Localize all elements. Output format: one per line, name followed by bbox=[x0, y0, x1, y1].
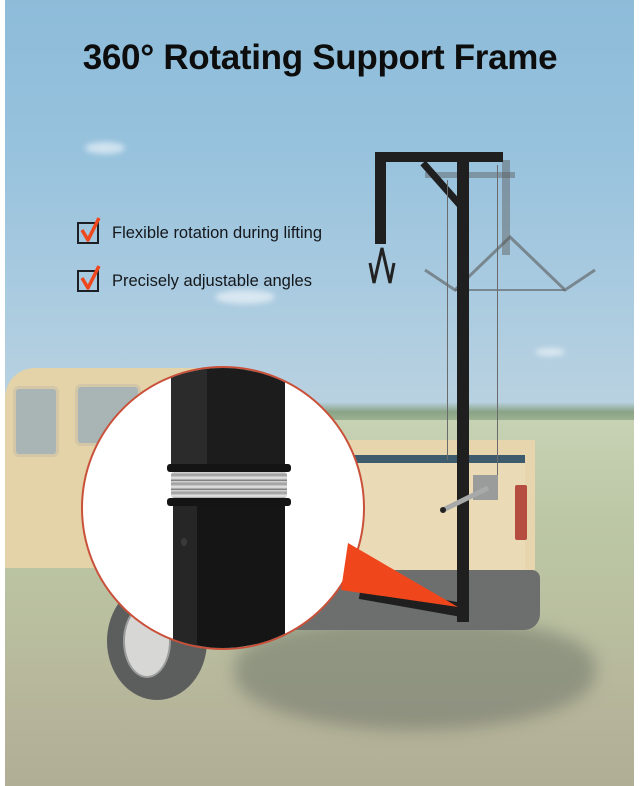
cloud bbox=[535, 348, 565, 356]
frame-ghost-arm bbox=[425, 172, 515, 178]
gambrel-ghost-icon bbox=[424, 234, 596, 292]
zoom-callout-circle bbox=[81, 366, 365, 650]
truck-taillight bbox=[515, 485, 527, 540]
cloud bbox=[215, 290, 275, 304]
lower-tube-edge bbox=[173, 506, 197, 648]
frame-drop-arm bbox=[375, 152, 386, 244]
bearing-rings bbox=[171, 472, 287, 498]
truck-door-window bbox=[13, 386, 59, 457]
product-image bbox=[5, 0, 634, 786]
bolt-hole bbox=[181, 538, 187, 546]
checkbox-checked-icon bbox=[77, 265, 101, 292]
upper-tube-highlight bbox=[171, 368, 207, 468]
feature-text: Precisely adjustable angles bbox=[112, 271, 312, 290]
top-flange bbox=[167, 464, 291, 472]
cable bbox=[447, 180, 448, 460]
frame-brace bbox=[420, 160, 463, 208]
frame-ghost-post bbox=[502, 160, 510, 255]
checkbox-checked-icon bbox=[77, 217, 101, 244]
sky-background bbox=[5, 0, 634, 425]
feature-item: Precisely adjustable angles bbox=[77, 265, 312, 292]
cloud bbox=[85, 142, 125, 154]
frame-top-arm bbox=[375, 152, 503, 162]
bottom-flange bbox=[167, 498, 291, 506]
truck-shadow bbox=[235, 620, 595, 730]
hook-icon bbox=[368, 247, 396, 284]
winch-icon bbox=[440, 475, 498, 513]
page-title: 360° Rotating Support Frame bbox=[82, 38, 558, 77]
cable bbox=[497, 165, 498, 495]
feature-text: Flexible rotation during lifting bbox=[112, 223, 323, 242]
frame-main-post bbox=[457, 152, 469, 622]
feature-item: Flexible rotation during lifting bbox=[77, 217, 323, 244]
